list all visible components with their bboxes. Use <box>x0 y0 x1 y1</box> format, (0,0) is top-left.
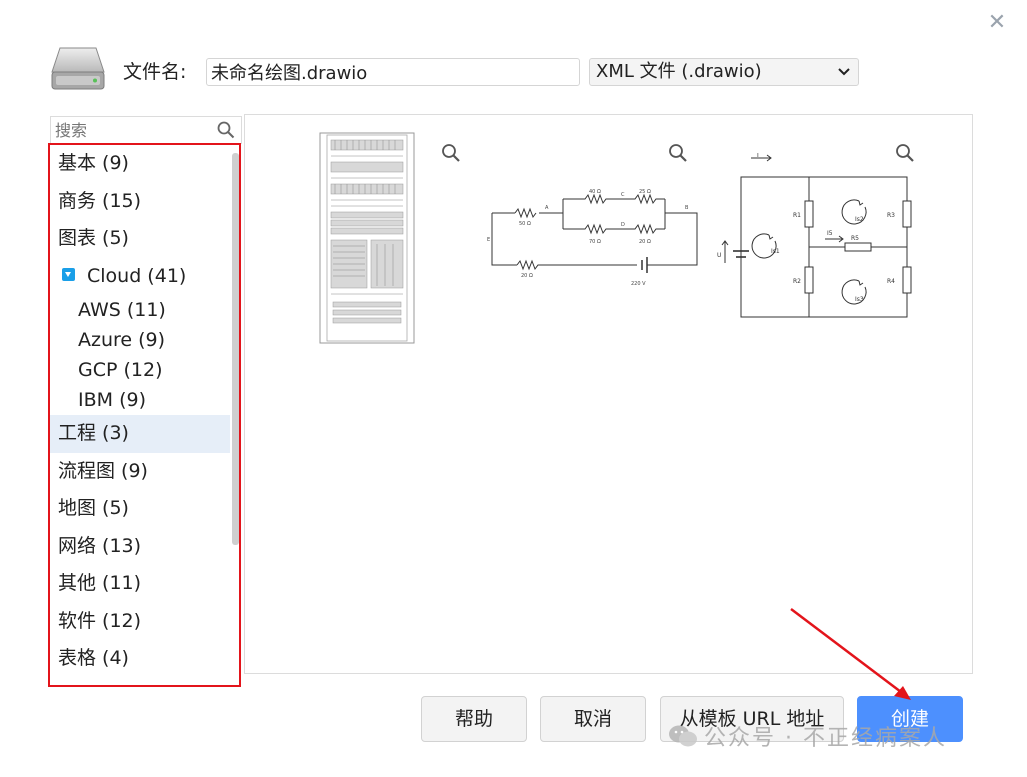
zoom-icon[interactable] <box>668 143 688 163</box>
subcategory-item-aws[interactable]: AWS (11) <box>78 299 166 321</box>
current-label: I5 <box>827 230 833 237</box>
zoom-icon[interactable] <box>441 143 461 163</box>
subcategory-item-ibm[interactable]: IBM (9) <box>78 389 146 411</box>
resistor-label: R3 <box>887 212 895 219</box>
help-button[interactable]: 帮助 <box>421 696 527 742</box>
resistor-label: 20 Ω <box>639 239 651 245</box>
resistor-label: 40 Ω <box>589 189 601 195</box>
voltage-label: 220 V <box>631 281 646 287</box>
node-label: D <box>621 222 625 228</box>
resistor-label: 70 Ω <box>589 239 601 245</box>
mesh-current-label: Is2 <box>855 216 864 223</box>
scrollbar[interactable] <box>232 153 239 545</box>
create-button[interactable]: 创建 <box>857 696 963 742</box>
file-format-value: XML 文件 (.drawio) <box>596 61 762 82</box>
search-box <box>50 116 242 144</box>
category-item-business[interactable]: 商务 (15) <box>58 189 142 212</box>
category-item-maps[interactable]: 地图 (5) <box>58 497 129 519</box>
category-item-label: Cloud (41) <box>87 264 187 287</box>
resistor-label: R5 <box>851 235 859 242</box>
node-label: A <box>545 205 549 211</box>
resistor-label: R1 <box>793 212 801 219</box>
resistor-label: R2 <box>793 278 801 285</box>
resistor-label: 50 Ω <box>519 221 531 227</box>
filename-input[interactable] <box>206 58 580 86</box>
node-label: E <box>487 237 490 243</box>
watermark: 公众号 · 不正经病案人 <box>668 720 947 755</box>
category-item-tables[interactable]: 表格 (4) <box>58 647 129 669</box>
voltage-label: U <box>717 252 721 259</box>
mesh-current-label: Is1 <box>771 248 780 255</box>
category-item-engineering[interactable]: 工程 (3) <box>50 415 230 453</box>
cancel-button[interactable]: 取消 <box>540 696 646 742</box>
zoom-icon[interactable] <box>895 143 915 163</box>
template-thumbnail-mesh-circuit[interactable]: I U R1 R2 R3 R4 R5 I5 Is1 Is2 Is3 <box>715 153 915 323</box>
template-preview-area: 40 Ω 25 Ω 70 Ω 20 Ω 50 Ω 20 Ω A B C D E … <box>244 114 973 674</box>
filename-label: 文件名: <box>123 61 187 83</box>
category-list: 基本 (9) 商务 (15) 图表 (5) Cloud (41) AWS (11… <box>50 145 230 678</box>
category-panel: 基本 (9) 商务 (15) 图表 (5) Cloud (41) AWS (11… <box>48 143 241 687</box>
wechat-icon <box>668 723 698 755</box>
resistor-label: 25 Ω <box>639 189 651 195</box>
current-label: I <box>757 153 759 159</box>
category-item-basic[interactable]: 基本 (9) <box>58 152 129 174</box>
search-input[interactable] <box>51 117 211 143</box>
category-item-software[interactable]: 软件 (12) <box>58 609 142 632</box>
template-thumbnail-cabinet[interactable] <box>319 132 415 344</box>
category-item-cloud[interactable]: Cloud (41) <box>50 258 230 296</box>
category-item-other[interactable]: 其他 (11) <box>58 572 142 594</box>
file-format-select[interactable]: XML 文件 (.drawio) <box>589 58 859 86</box>
expand-toggle-icon[interactable] <box>62 268 75 281</box>
category-item-flowchart[interactable]: 流程图 (9) <box>58 459 148 482</box>
mesh-current-label: Is3 <box>855 296 864 303</box>
subcategory-item-gcp[interactable]: GCP (12) <box>78 359 163 381</box>
category-item-charts[interactable]: 图表 (5) <box>58 227 129 249</box>
close-icon[interactable]: ✕ <box>987 10 1007 35</box>
hard-drive-icon <box>51 47 105 90</box>
node-label: B <box>685 205 689 211</box>
resistor-label: 20 Ω <box>521 273 533 279</box>
subcategory-item-azure[interactable]: Azure (9) <box>78 329 166 351</box>
template-thumbnail-circuit[interactable]: 40 Ω 25 Ω 70 Ω 20 Ω 50 Ω 20 Ω A B C D E … <box>487 185 701 293</box>
node-label: C <box>621 192 625 198</box>
resistor-label: R4 <box>887 278 895 285</box>
chevron-down-icon <box>836 59 852 93</box>
category-item-network[interactable]: 网络 (13) <box>58 534 142 557</box>
search-icon[interactable] <box>217 121 235 143</box>
watermark-text: 公众号 · 不正经病案人 <box>704 726 947 751</box>
